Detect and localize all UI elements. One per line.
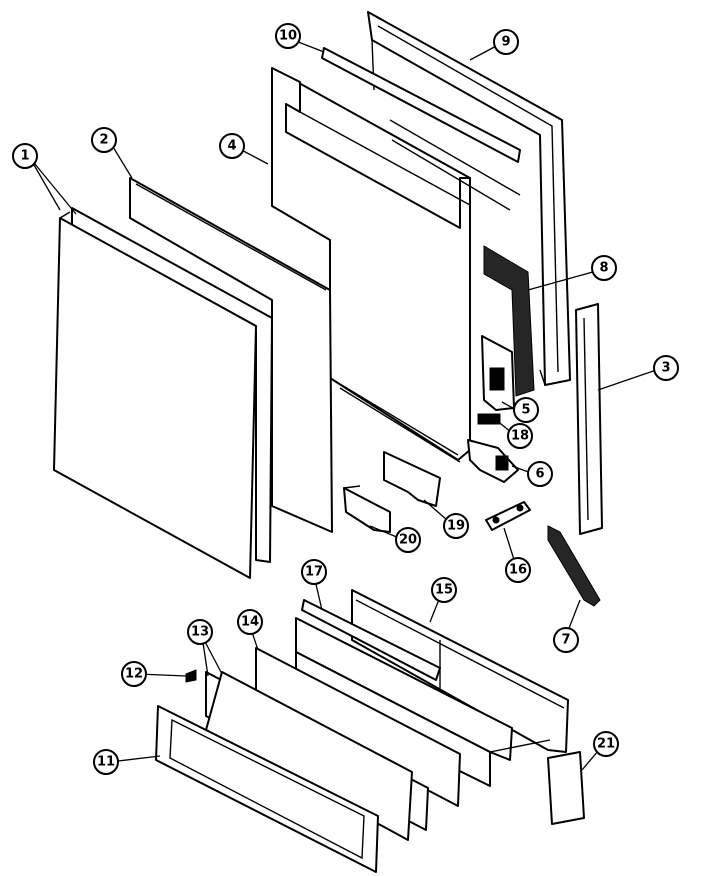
part-8-gasket [483, 245, 535, 397]
part-7-spring [547, 525, 601, 607]
callout-20: 20 [395, 527, 421, 553]
svg-text:16: 16 [509, 563, 527, 578]
callout-12: 12 [121, 661, 147, 687]
svg-text:8: 8 [599, 261, 608, 276]
callout-5: 5 [513, 397, 539, 423]
svg-text:9: 9 [501, 35, 510, 50]
svg-text:18: 18 [511, 429, 529, 444]
svg-text:6: 6 [535, 467, 544, 482]
svg-text:20: 20 [399, 533, 417, 548]
svg-text:3: 3 [661, 361, 670, 376]
part-19-bracket [383, 451, 441, 507]
svg-text:14: 14 [241, 615, 259, 630]
svg-text:15: 15 [435, 583, 453, 598]
callout-14: 14 [237, 609, 263, 635]
svg-text:1: 1 [20, 149, 29, 164]
callout-3: 3 [653, 355, 679, 381]
callout-11: 11 [93, 749, 119, 775]
callout-1: 1 [12, 143, 38, 169]
callout-9: 9 [493, 29, 519, 55]
part-13-panel [205, 671, 429, 841]
callout-2: 2 [91, 127, 117, 153]
svg-text:19: 19 [447, 519, 465, 534]
callout-8: 8 [591, 255, 617, 281]
part-11-bottom-frame [155, 705, 379, 873]
svg-text:2: 2 [99, 133, 108, 148]
part-21-cover-plate [547, 751, 585, 825]
part-12-screw [185, 669, 197, 683]
part-2-door-panel-insert [129, 177, 333, 533]
part-4-inner-panel [271, 67, 521, 463]
callout-19: 19 [443, 513, 469, 539]
part-3-side-trim [575, 303, 603, 535]
svg-text:10: 10 [279, 29, 297, 44]
svg-text:4: 4 [227, 139, 236, 154]
part-17-top-trim [301, 599, 441, 681]
svg-text:21: 21 [597, 737, 615, 752]
svg-text:13: 13 [191, 625, 209, 640]
part-10-top-channel [321, 47, 521, 163]
callout-15: 15 [431, 577, 457, 603]
svg-text:12: 12 [125, 667, 143, 682]
part-18-clip [477, 413, 501, 425]
part-1-outer-door-panel [53, 207, 273, 579]
callout-13: 13 [187, 619, 213, 645]
svg-text:11: 11 [97, 755, 115, 770]
part-6-hinge-bracket [467, 439, 519, 483]
part-20-bracket [343, 485, 391, 533]
callout-17: 17 [301, 559, 327, 585]
part-15-control-housing [351, 589, 569, 753]
callout-7: 7 [553, 627, 579, 653]
part-16-link [485, 501, 531, 531]
callout-21: 21 [593, 731, 619, 757]
part-5-bracket [481, 335, 515, 411]
callout-10: 10 [275, 23, 301, 49]
part-14-panel [255, 647, 461, 807]
callout-4: 4 [219, 133, 245, 159]
callout-18: 18 [507, 423, 533, 449]
svg-text:5: 5 [521, 403, 530, 418]
callout-16: 16 [505, 557, 531, 583]
svg-text:7: 7 [561, 633, 570, 648]
callout-6: 6 [527, 461, 553, 487]
svg-text:17: 17 [305, 565, 323, 580]
